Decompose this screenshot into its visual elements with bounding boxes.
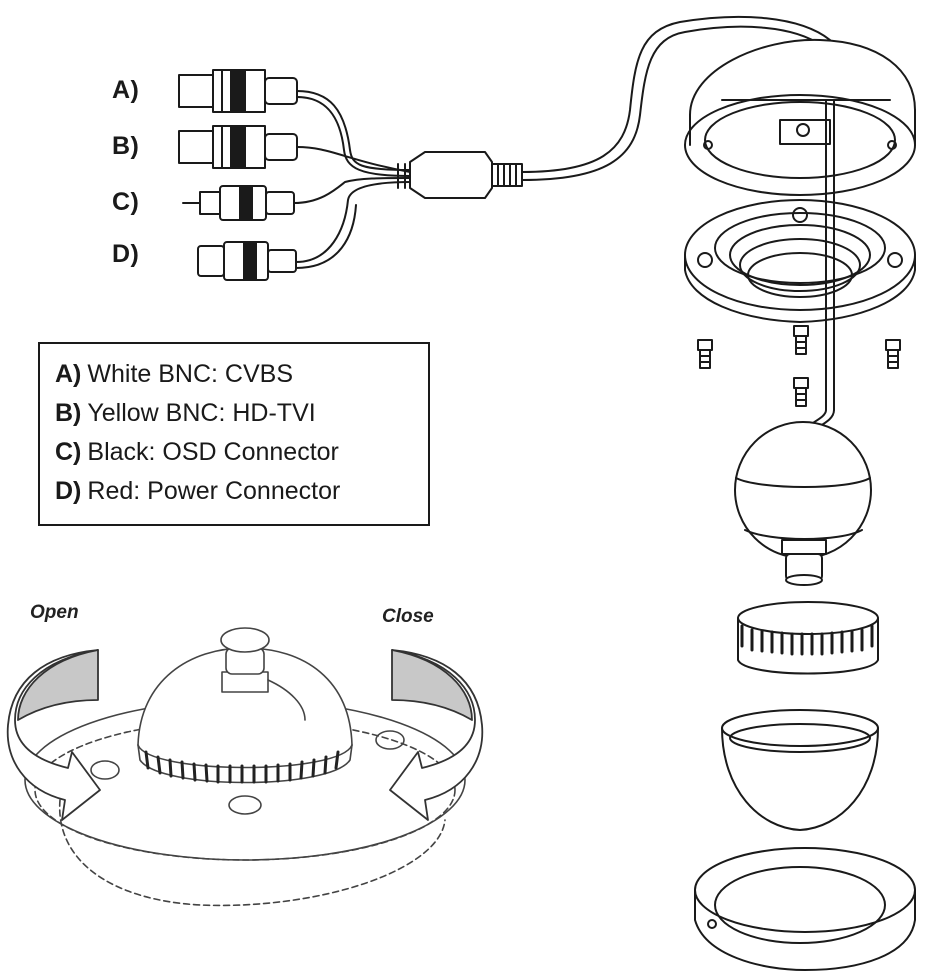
screws xyxy=(697,325,901,407)
cable-b-letter: B) xyxy=(112,132,140,160)
legend-description: White BNC: CVBS xyxy=(87,360,293,388)
legend-row-c: C)Black: OSD Connector xyxy=(55,438,339,467)
rotation-illustration xyxy=(24,627,466,907)
legend-letter: B) xyxy=(55,399,82,427)
cable-bundle xyxy=(293,90,411,269)
legend-letter: A) xyxy=(55,360,82,388)
dome-cover xyxy=(721,709,879,831)
connector-b xyxy=(178,125,298,169)
legend-row-b: B)Yellow BNC: HD-TVI xyxy=(55,399,316,428)
cable-splitter xyxy=(409,151,523,199)
legend-letter: C) xyxy=(55,438,82,466)
cable-legend: A)White BNC: CVBS B)Yellow BNC: HD-TVI C… xyxy=(38,342,430,526)
legend-description: Red: Power Connector xyxy=(87,477,341,505)
trim-ring xyxy=(694,847,916,971)
cable-a-letter: A) xyxy=(112,76,140,104)
cable-d-letter: D) xyxy=(112,240,140,268)
legend-row-d: D)Red: Power Connector xyxy=(55,477,340,506)
connector-a xyxy=(178,69,298,113)
open-arrow-icon xyxy=(6,649,101,821)
close-label: Close xyxy=(382,606,434,627)
lens-ring xyxy=(737,601,879,675)
main-cable xyxy=(521,15,831,181)
legend-description: Black: OSD Connector xyxy=(87,438,339,466)
connector-c xyxy=(182,185,295,221)
legend-letter: D) xyxy=(55,477,82,505)
mounting-ring xyxy=(684,199,916,323)
open-label: Open xyxy=(30,602,79,623)
mounting-base xyxy=(684,38,916,196)
cable-c-letter: C) xyxy=(112,188,140,216)
legend-description: Yellow BNC: HD-TVI xyxy=(87,399,316,427)
connector-d xyxy=(197,241,297,281)
close-arrow-icon xyxy=(389,649,484,821)
camera-module xyxy=(734,421,872,586)
legend-row-a: A)White BNC: CVBS xyxy=(55,360,293,389)
